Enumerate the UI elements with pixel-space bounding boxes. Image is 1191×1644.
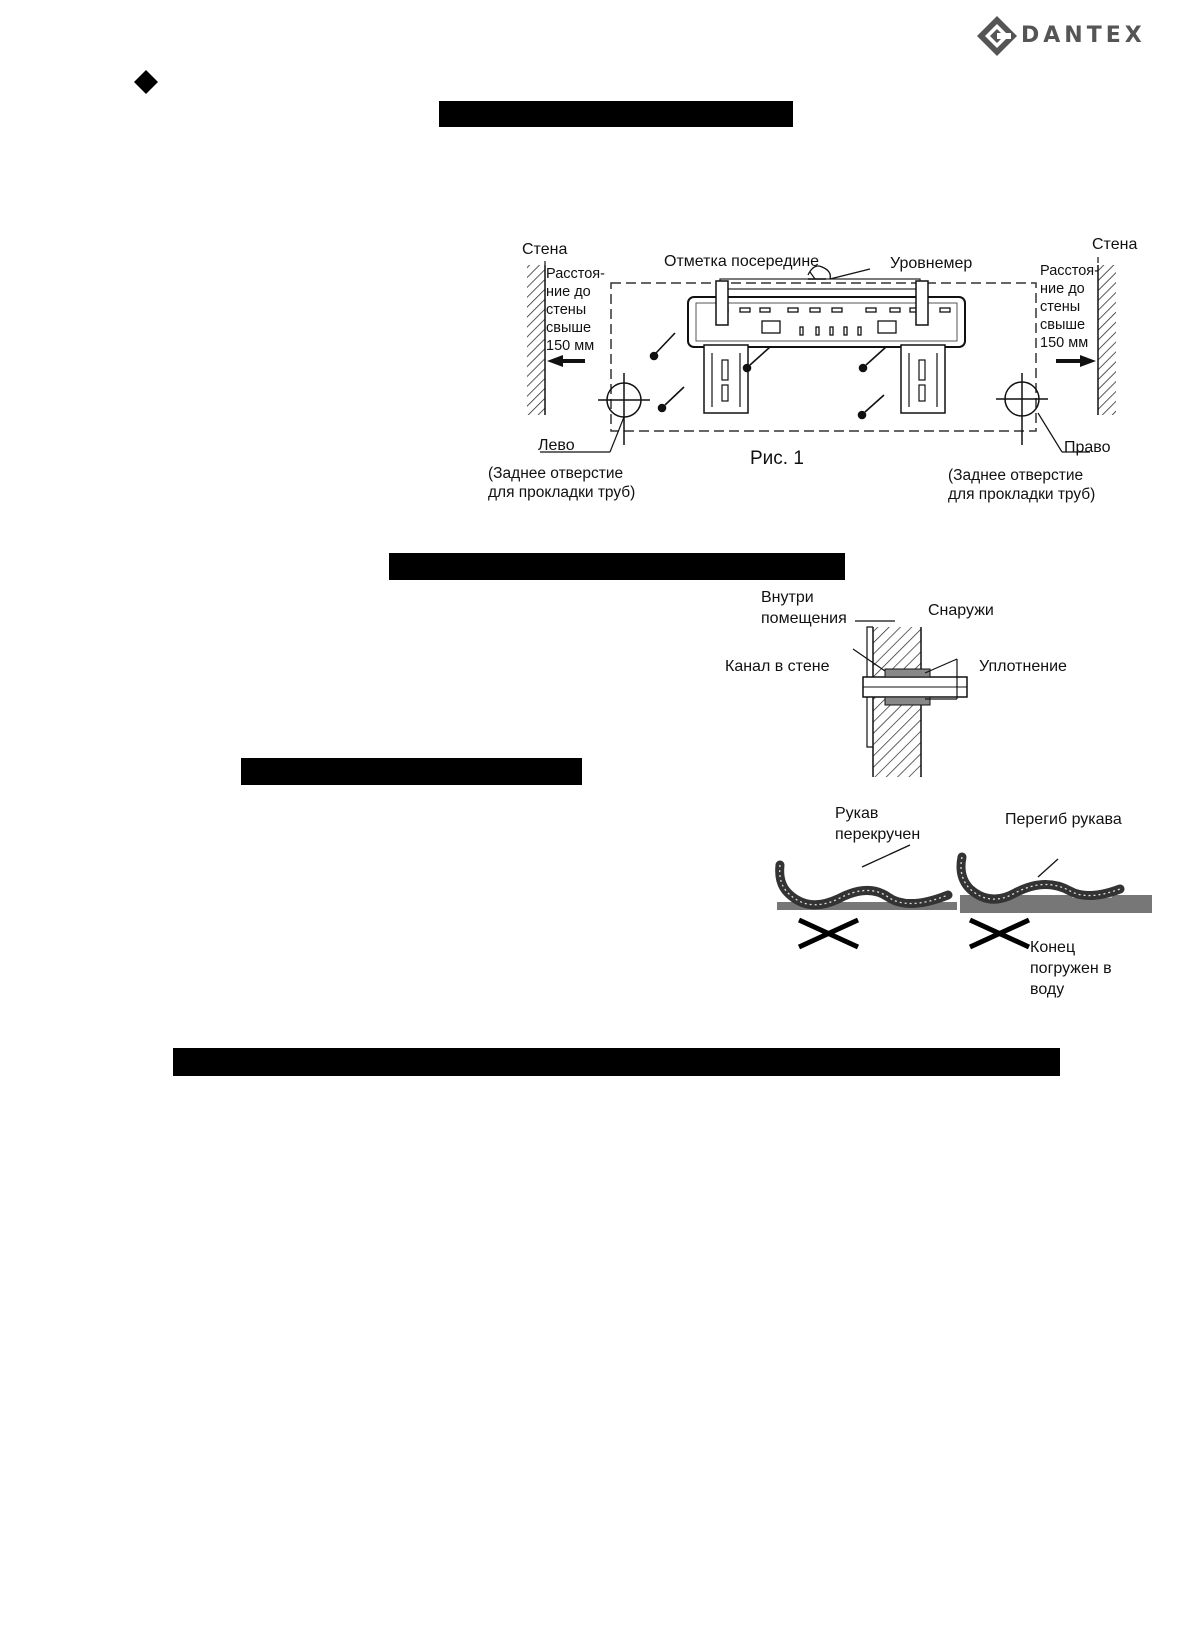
brand-name: DANTEX xyxy=(1021,23,1146,48)
label-right: Право xyxy=(1064,439,1111,456)
label-wall-right: Стена xyxy=(1092,236,1138,253)
label-distance-right: Расстоя- ние до стены свыше 150 мм xyxy=(1040,262,1099,352)
label-rear-hole-right: (Заднее отверстие для прокладки труб) xyxy=(948,466,1095,504)
distance-right-line: стены xyxy=(1040,299,1081,315)
distance-right-line: свыше xyxy=(1040,317,1086,333)
left-wall-hatch xyxy=(527,265,545,415)
label-hose-bend: Перегиб рукава xyxy=(1005,811,1122,828)
end-in-water-line: погружен в xyxy=(1030,960,1112,977)
black-diamond-bullet-icon xyxy=(134,70,158,94)
figure-2-wall-channel: Внутри помещения Снаружи Канал в стене У… xyxy=(725,587,1095,777)
dantex-diamond-logo-icon xyxy=(977,16,1017,56)
distance-right-line: ние до xyxy=(1040,281,1085,297)
label-distance-left: Расстоя- ние до стены свыше 150 мм xyxy=(546,265,605,355)
distance-left-line: стены xyxy=(546,302,587,318)
distance-right-line: 150 мм xyxy=(1040,335,1089,351)
end-in-water-line: воду xyxy=(1030,981,1065,998)
label-inside: Внутри помещения xyxy=(761,587,847,629)
label-left: Лево xyxy=(538,437,575,454)
figure-caption: Рис. 1 xyxy=(750,448,804,469)
redacted-heading-4 xyxy=(173,1048,1060,1076)
inside-line: Внутри xyxy=(761,589,814,606)
wall-channel-drawing xyxy=(852,620,968,777)
label-end-in-water: Конец погружен в воду xyxy=(1030,937,1112,1000)
figure-3-drain-hose: Рукав перекручен Перегиб рукава Конец по… xyxy=(752,795,1152,1015)
hose-twisted-line: перекручен xyxy=(835,826,921,843)
end-in-water-line: Конец xyxy=(1030,939,1076,956)
rear-hole-left-line: для прокладки труб) xyxy=(488,484,636,501)
drain-hose-drawing xyxy=(775,844,1152,950)
label-center-mark: Отметка посередине xyxy=(664,253,820,270)
hose-twisted-line: Рукав xyxy=(835,805,879,822)
redacted-heading-1 xyxy=(439,101,793,127)
mounting-plate-drawing xyxy=(527,257,1116,453)
label-seal: Уплотнение xyxy=(979,658,1067,675)
distance-left-line: Расстоя- xyxy=(546,266,605,282)
label-wall-channel: Канал в стене xyxy=(725,658,830,675)
label-outside: Снаружи xyxy=(928,602,994,619)
distance-left-line: ние до xyxy=(546,284,591,300)
distance-left-line: свыше xyxy=(546,320,592,336)
right-wall-hatch xyxy=(1098,265,1116,415)
label-hose-twisted: Рукав перекручен xyxy=(835,803,920,845)
label-level-gauge: Уровнемер xyxy=(890,255,973,272)
inside-line: помещения xyxy=(761,610,847,627)
rear-hole-right-line: для прокладки труб) xyxy=(948,486,1096,503)
distance-right-line: Расстоя- xyxy=(1040,263,1099,279)
label-rear-hole-left: (Заднее отверстие для прокладки труб) xyxy=(488,464,635,502)
label-wall-left: Стена xyxy=(522,241,568,258)
redacted-heading-3 xyxy=(241,758,582,785)
rear-hole-left-line: (Заднее отверстие xyxy=(488,465,624,482)
brand-logo: DANTEX xyxy=(975,14,1175,58)
redacted-heading-2 xyxy=(389,553,845,580)
rear-hole-right-line: (Заднее отверстие xyxy=(948,467,1084,484)
distance-left-line: 150 мм xyxy=(546,338,595,354)
figure-1-mounting-plate: Стена Стена Отметка посередине Уровнемер… xyxy=(470,235,1150,510)
